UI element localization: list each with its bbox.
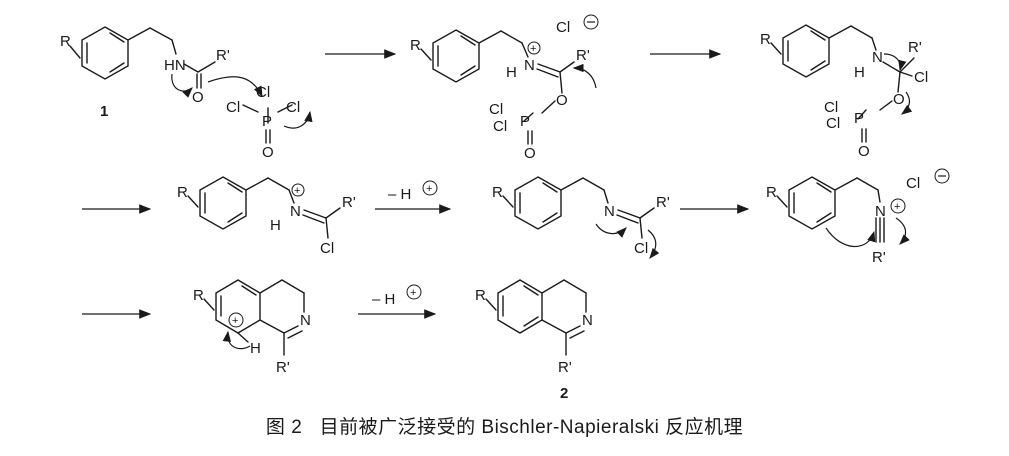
r-substituent: R bbox=[60, 33, 71, 50]
sigma-h: H bbox=[250, 340, 261, 357]
r-prime-6: R' bbox=[872, 249, 886, 266]
svg-text:+: + bbox=[894, 201, 900, 213]
iminium-h: H bbox=[506, 64, 517, 81]
minus-h-label-2: – H bbox=[372, 291, 395, 308]
phosphorus: P bbox=[520, 113, 530, 130]
amine-h: H bbox=[854, 64, 865, 81]
r-substituent-8: R bbox=[475, 287, 486, 304]
intermediate-imidoyl-chloride: R N R' Cl bbox=[492, 176, 670, 259]
svg-text:+: + bbox=[426, 183, 432, 195]
pocl3-cl-left: Cl bbox=[226, 99, 240, 116]
c-chlorine: Cl bbox=[914, 69, 928, 86]
r-prime-7: R' bbox=[276, 359, 290, 376]
intermediate-nitrilium: R N + R' Cl bbox=[766, 168, 950, 266]
imidoyl-cl-2: Cl bbox=[634, 240, 648, 257]
chloroiminium-n: N bbox=[290, 203, 301, 220]
svg-text:+: + bbox=[232, 315, 238, 327]
intermediate-chloroiminium: R N H + R' Cl bbox=[177, 176, 356, 257]
adduct-oxygen: O bbox=[893, 91, 905, 108]
product-n: N bbox=[582, 312, 593, 329]
imine-n: N bbox=[604, 203, 615, 220]
pocl3-cl-right: Cl bbox=[286, 99, 300, 116]
deprotonation-arrow-1: – H + bbox=[375, 180, 452, 214]
imidoyl-cl: Cl bbox=[320, 240, 334, 257]
p-cl-2: Cl bbox=[493, 118, 507, 135]
product-2-dihydroisoquinoline: R N R' 2 bbox=[475, 279, 593, 402]
minus-h-label-1: – H bbox=[388, 186, 411, 203]
adduct-p-cl-1: Cl bbox=[824, 99, 838, 116]
reaction-scheme: R HN R' O 1 Cl Cl Cl P O bbox=[60, 14, 950, 402]
carbonyl-oxygen: O bbox=[192, 89, 204, 106]
iminium-n: N bbox=[524, 57, 535, 74]
r-substituent-6: R bbox=[766, 184, 777, 201]
r-prime-5: R' bbox=[656, 194, 670, 211]
pocl3-cl-top: Cl bbox=[256, 84, 270, 101]
deprotonation-arrow-2: – H + bbox=[358, 284, 437, 319]
intermediate-chloro-adduct: R N H R' Cl O P Cl Cl O bbox=[760, 24, 928, 160]
r-substituent-3: R bbox=[760, 31, 771, 48]
intermediate-sigma-complex: R N H + R' bbox=[193, 279, 311, 376]
intermediate-imidoyl-phosphate: R N H + R' O P Cl Cl O Cl bbox=[410, 14, 599, 162]
r-prime: R' bbox=[216, 47, 230, 64]
r-substituent-5: R bbox=[492, 184, 503, 201]
r-substituent-7: R bbox=[193, 287, 204, 304]
chloroiminium-h: H bbox=[270, 217, 281, 234]
ring-n: N bbox=[300, 312, 311, 329]
pocl3-p: P bbox=[262, 113, 272, 130]
pocl3-o: O bbox=[262, 144, 274, 161]
svg-text:+: + bbox=[410, 287, 416, 299]
chloride-ion-1: Cl bbox=[556, 19, 570, 36]
p-cl-1: Cl bbox=[489, 101, 503, 118]
ester-oxygen: O bbox=[556, 92, 568, 109]
figure-caption: 图 2 目前被广泛接受的 Bischler-Napieralski 反应机理 bbox=[0, 412, 1009, 439]
figure-number: 图 2 bbox=[265, 417, 303, 438]
nitrilium-n: N bbox=[875, 203, 886, 220]
compound-1-amide: R HN R' O 1 bbox=[60, 26, 230, 120]
amine-n: N bbox=[872, 49, 883, 66]
amide-nh: HN bbox=[164, 57, 186, 74]
chloride-ion-2: Cl bbox=[906, 175, 920, 192]
r-prime-8: R' bbox=[558, 359, 572, 376]
adduct-phosphorus: P bbox=[854, 110, 864, 127]
svg-text:+: + bbox=[530, 43, 536, 55]
p-oxygen: O bbox=[524, 145, 536, 162]
adduct-p-o: O bbox=[858, 143, 870, 160]
compound-label-2: 2 bbox=[560, 385, 568, 402]
plus-charge bbox=[527, 41, 541, 55]
r-prime-2: R' bbox=[576, 47, 590, 64]
pocl3-reagent: Cl Cl Cl P O bbox=[207, 76, 313, 161]
figure-title: 目前被广泛接受的 Bischler-Napieralski 反应机理 bbox=[319, 417, 744, 438]
svg-text:+: + bbox=[294, 185, 300, 197]
r-substituent-4: R bbox=[177, 184, 188, 201]
r-prime-3: R' bbox=[908, 39, 922, 56]
r-substituent-2: R bbox=[410, 37, 421, 54]
compound-label-1: 1 bbox=[100, 103, 108, 120]
r-prime-4: R' bbox=[342, 194, 356, 211]
adduct-p-cl-2: Cl bbox=[826, 115, 840, 132]
